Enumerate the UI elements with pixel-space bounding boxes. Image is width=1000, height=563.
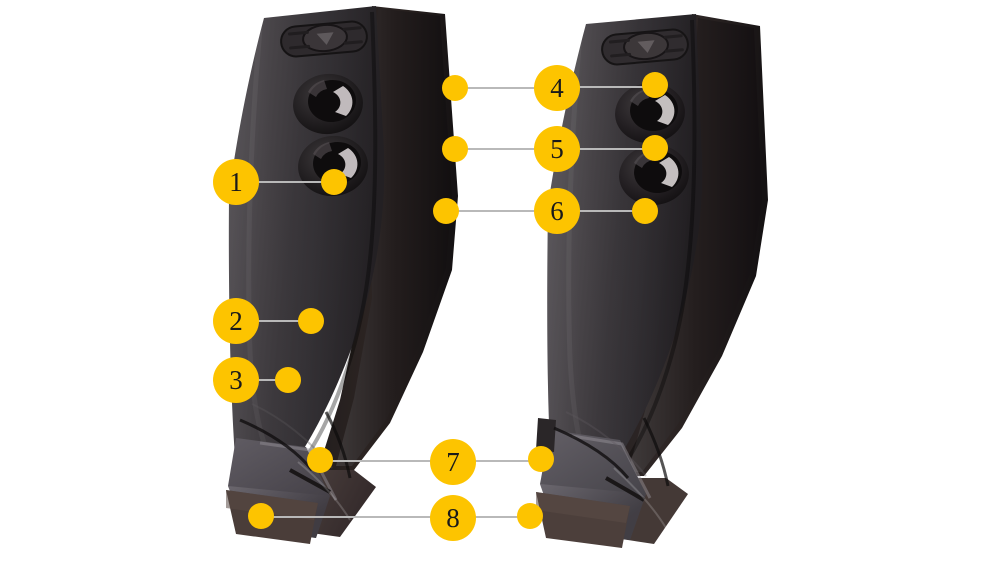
product-left-bracket [140,0,560,563]
callout-number-4[interactable]: 4 [534,65,580,111]
callout-leader-line [446,210,557,212]
callout-leader-line [453,516,530,518]
right-hole-lower [619,144,689,206]
right-facets [553,411,670,487]
callout-dot-5b[interactable] [642,135,668,161]
callout-number-5[interactable]: 5 [534,126,580,172]
callout-dot-1[interactable] [321,169,347,195]
product-right-bracket [430,0,850,563]
callout-dot-2[interactable] [298,308,324,334]
logo-emboss-icon [280,20,368,58]
callout-dot-7b[interactable] [528,446,554,472]
callout-dot-6[interactable] [433,198,459,224]
callout-leader-line [455,87,557,89]
callout-number-3[interactable]: 3 [213,357,259,403]
callout-leader-line [236,181,334,183]
right-tip-assembly [536,418,688,548]
callout-dot-8b[interactable] [517,503,543,529]
callout-dot-4b[interactable] [642,72,668,98]
callout-number-1[interactable]: 1 [213,159,259,205]
callout-dot-7[interactable] [307,447,333,473]
callout-dot-4[interactable] [442,75,468,101]
callout-dot-8[interactable] [248,503,274,529]
callout-dot-3[interactable] [275,367,301,393]
callout-leader-line [236,379,288,381]
left-body-side [318,6,458,470]
logo-emboss-icon [601,28,689,66]
callout-leader-line [557,147,655,150]
callout-leader-line [236,320,311,322]
callout-number-2[interactable]: 2 [213,298,259,344]
callout-number-6[interactable]: 6 [534,188,580,234]
callout-leader-line [557,85,655,88]
callout-number-7[interactable]: 7 [430,439,476,485]
callout-leader-line [261,516,453,518]
callout-leader-line [557,210,645,212]
left-hole-upper [293,73,363,135]
callout-number-8[interactable]: 8 [430,495,476,541]
callout-dot-5[interactable] [442,136,468,162]
callout-leader-line [455,148,557,150]
right-hole-upper [615,82,685,144]
callout-leader-line [453,459,541,462]
callout-dot-6b[interactable] [632,198,658,224]
callout-leader-line [320,460,453,462]
